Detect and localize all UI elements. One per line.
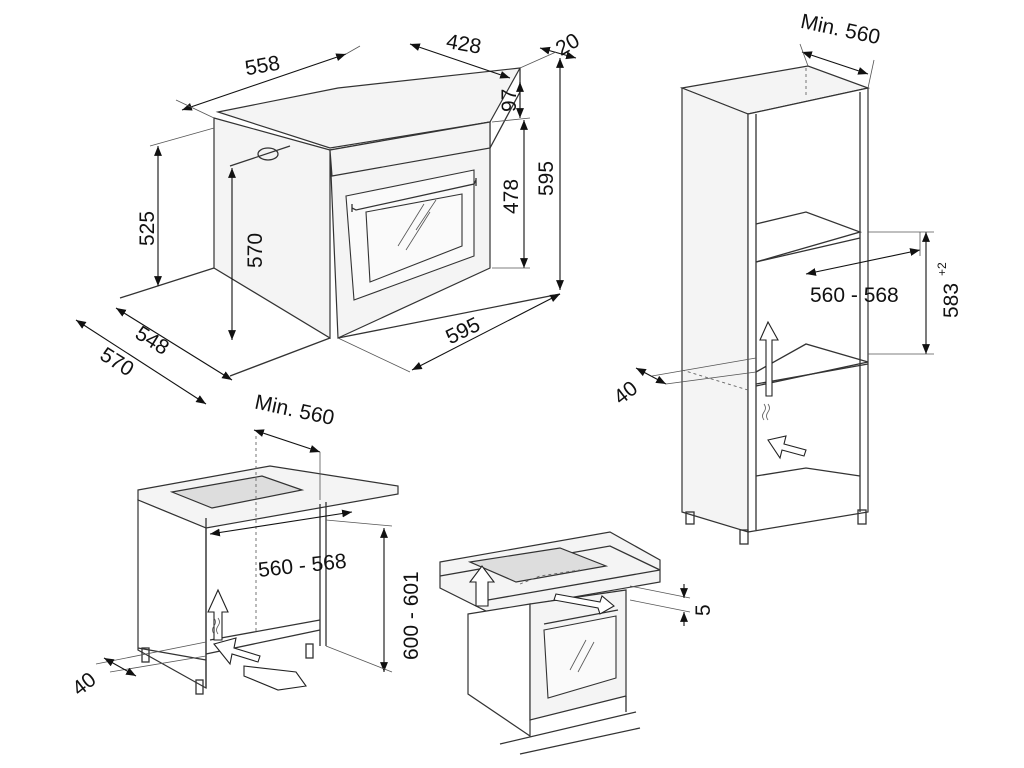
tall-rear-gap-label: 40 xyxy=(610,377,643,410)
detail-oven-side xyxy=(467,603,531,738)
tall-cabinet-left xyxy=(681,87,749,533)
airflow-arrow-icon xyxy=(767,435,807,460)
tall-cabinet-drawing: Min. 560 560 - 568 583 +2 40 xyxy=(610,10,963,545)
under-min-560-label: Min. 560 xyxy=(253,391,337,430)
under-foot xyxy=(195,679,204,695)
dim-97-label: 97 xyxy=(498,89,521,112)
hob xyxy=(169,475,305,509)
dim-548-label: 548 xyxy=(131,322,173,360)
dim-570-inner-label: 570 xyxy=(244,233,267,268)
airflow-arrow-icon xyxy=(468,565,496,607)
installation-detail-drawing: 5 xyxy=(439,531,715,755)
worktop-gap-label: 5 xyxy=(692,604,715,616)
tall-niche-height-label: 583 xyxy=(940,283,963,318)
oven-side-bracket xyxy=(257,147,279,161)
airflow-arrow-icon xyxy=(759,320,779,397)
under-niche-width-label: 560 - 568 xyxy=(257,550,348,582)
oven-left-side xyxy=(213,117,331,340)
dim-478-label: 478 xyxy=(500,179,523,214)
tall-min-560-label: Min. 560 xyxy=(799,10,883,49)
tall-niche-width-label: 560 - 568 xyxy=(810,284,899,307)
dim-595-bottom-label: 595 xyxy=(442,313,484,349)
dim-525-label: 525 xyxy=(136,211,159,246)
dim-20-label: 20 xyxy=(552,29,584,61)
under-rear-gap-label: 40 xyxy=(68,668,101,701)
under-niche-height-label: 600 - 601 xyxy=(400,571,423,660)
vent-plate xyxy=(243,665,307,691)
dim-595-vertical-label: 595 xyxy=(535,161,558,196)
airflow-arrow-icon xyxy=(207,588,229,641)
detail-oven-door xyxy=(543,615,617,699)
under-foot xyxy=(305,643,314,659)
heat-wave-icon xyxy=(212,617,220,635)
dim-570-diagonal-label: 570 xyxy=(96,343,138,381)
tall-cabinet-front xyxy=(747,87,869,533)
tall-foot xyxy=(685,511,695,525)
dim-558-label: 558 xyxy=(243,52,282,81)
under-cabinet-left xyxy=(137,499,207,690)
dim-428-label: 428 xyxy=(444,30,483,59)
airflow-arrow-icon xyxy=(553,593,615,615)
oven-drawing: 558 428 20 97 478 595 525 570 595 548 xyxy=(75,29,584,405)
tall-foot xyxy=(739,529,749,545)
tall-foot xyxy=(857,509,867,525)
under-counter-drawing: Min. 560 560 - 568 600 - 601 40 xyxy=(68,391,423,701)
airflow-arrow-icon xyxy=(213,637,261,666)
oven-handle xyxy=(351,179,477,211)
heat-wave-icon xyxy=(762,403,770,421)
detail-hob xyxy=(467,547,609,583)
tall-niche-height-tolerance: +2 xyxy=(935,262,949,276)
